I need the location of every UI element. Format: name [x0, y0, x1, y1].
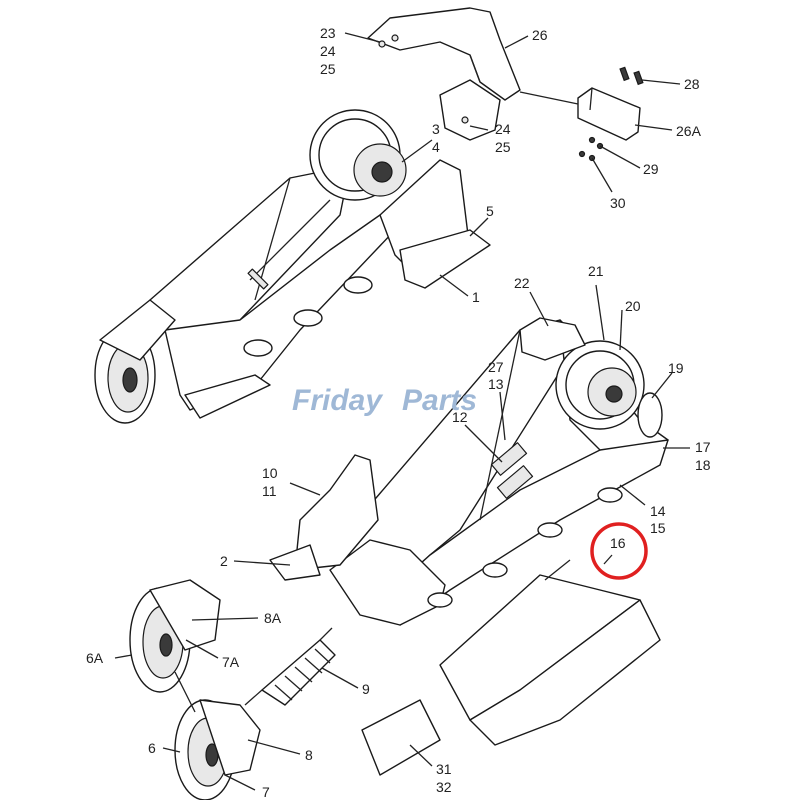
- label-10: 10: [262, 465, 278, 481]
- bracket-26: [367, 7, 521, 141]
- label-13: 13: [488, 376, 504, 392]
- label-11: 11: [262, 483, 277, 499]
- label-19: 19: [668, 360, 684, 376]
- leader-lines: [114, 32, 690, 791]
- label-6: 6: [148, 740, 156, 756]
- label-7: 7: [262, 784, 270, 800]
- label-31: 31: [436, 761, 452, 777]
- label-1: 1: [472, 289, 480, 305]
- label-28: 28: [684, 76, 700, 92]
- label-30: 30: [610, 195, 626, 211]
- label-9: 9: [362, 681, 370, 697]
- track-frame-upper: [149, 159, 491, 419]
- label-24-top: 24: [320, 43, 336, 59]
- label-14: 14: [650, 503, 666, 519]
- watermark: Friday Parts: [292, 384, 477, 417]
- plate-26A: [577, 66, 644, 162]
- label-7A: 7A: [222, 654, 240, 670]
- label-25-top: 25: [320, 61, 336, 77]
- label-8: 8: [305, 747, 313, 763]
- label-15: 15: [650, 520, 666, 536]
- label-24-mid: 24: [495, 121, 511, 137]
- sprocket-upper: [309, 109, 407, 201]
- sprocket-lower: [519, 317, 645, 430]
- label-4: 4: [432, 139, 440, 155]
- label-23: 23: [320, 25, 336, 41]
- rollers-lower: [427, 487, 623, 608]
- label-12: 12: [452, 409, 468, 425]
- label-26: 26: [532, 27, 548, 43]
- label-6A: 6A: [86, 650, 104, 666]
- callout-labels: 23 24 25 26 28 3 4 24 25 26A 29 30 5 1 2…: [86, 25, 711, 800]
- disc-19: [637, 392, 663, 438]
- label-22: 22: [514, 275, 530, 291]
- label-8A: 8A: [264, 610, 282, 626]
- label-5: 5: [486, 203, 494, 219]
- idler-6: [174, 699, 261, 800]
- watermark-text-a: Friday: [292, 384, 383, 417]
- spring-9: [244, 627, 336, 706]
- label-27: 27: [488, 359, 504, 375]
- label-32: 32: [436, 779, 452, 795]
- label-29: 29: [643, 161, 659, 177]
- rollers-upper: [243, 276, 373, 357]
- idler-6A: [129, 579, 221, 693]
- label-3: 3: [432, 121, 440, 137]
- label-26A: 26A: [676, 123, 702, 139]
- idler-upper: [94, 299, 176, 424]
- label-20: 20: [625, 298, 641, 314]
- label-18: 18: [695, 457, 711, 473]
- watermark-text-b: Parts: [402, 384, 477, 417]
- guard-31: [361, 559, 661, 776]
- label-21: 21: [588, 263, 604, 279]
- label-17: 17: [695, 439, 711, 455]
- highlight-circle: [590, 522, 648, 580]
- track-frame-lower: [269, 319, 669, 626]
- label-2: 2: [220, 553, 228, 569]
- label-25-mid: 25: [495, 139, 511, 155]
- label-16: 16: [610, 535, 626, 551]
